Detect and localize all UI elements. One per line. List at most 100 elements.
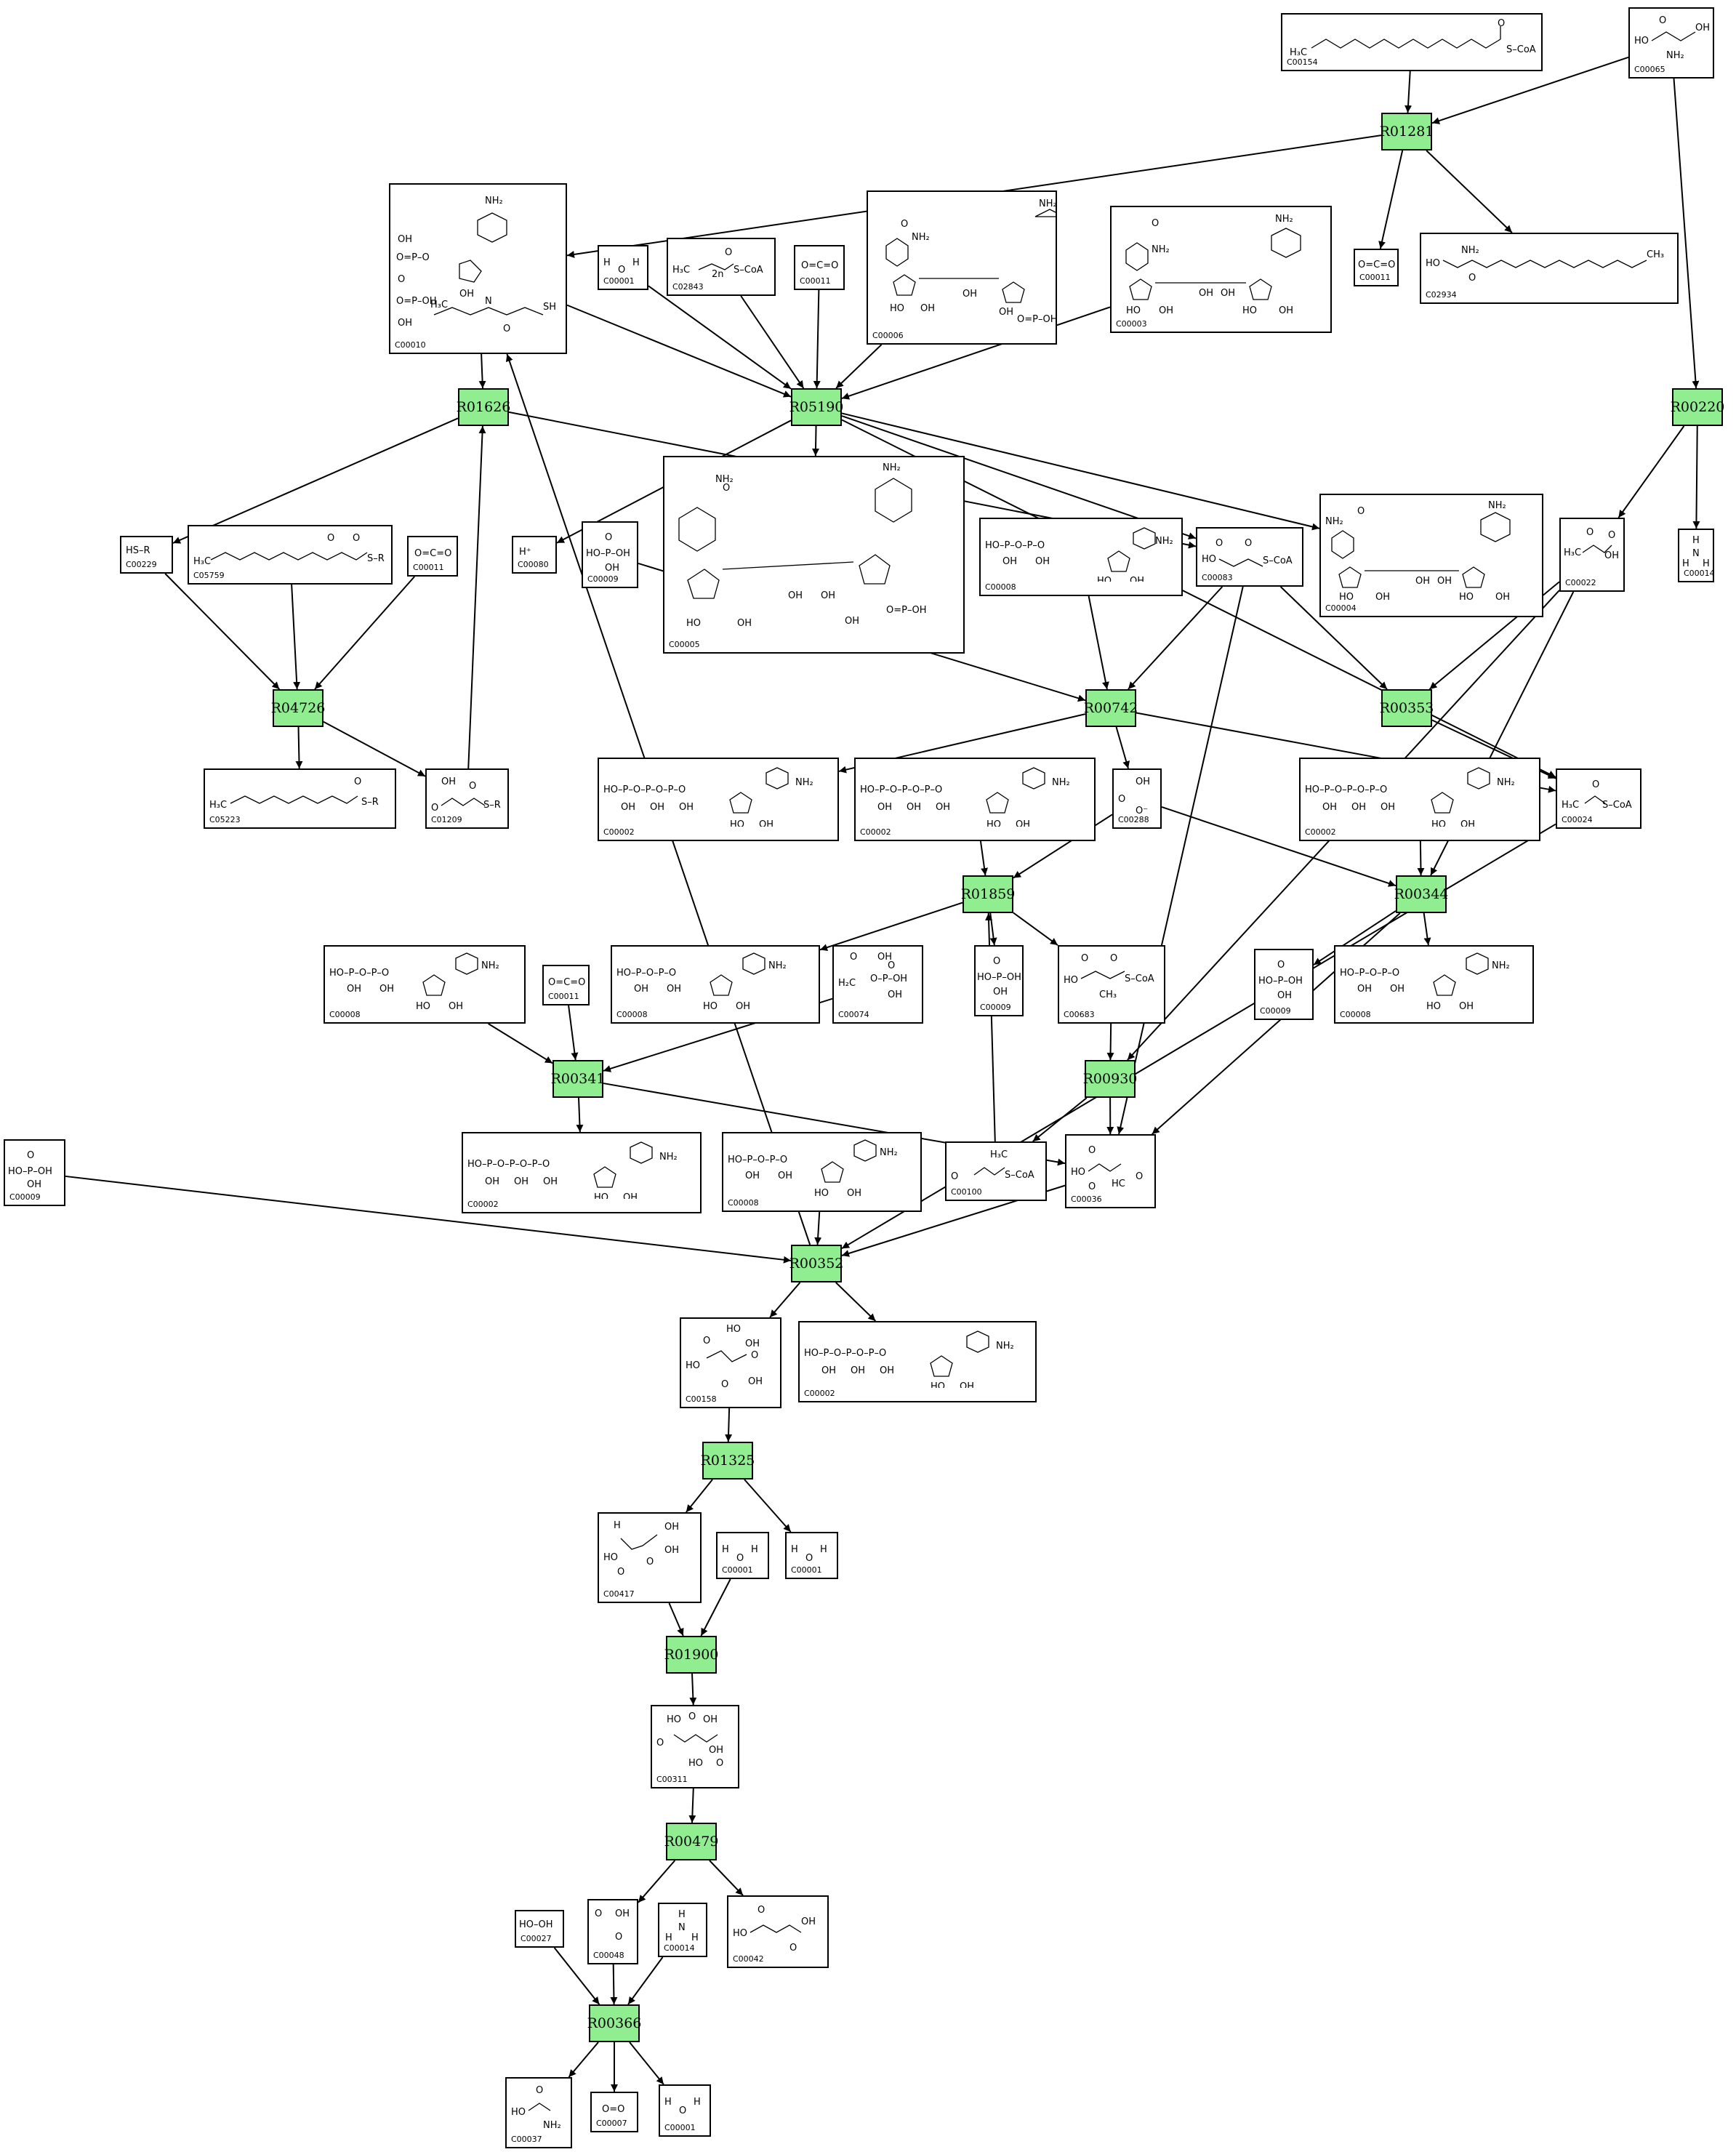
reaction-node-r01281[interactable]: R01281 [1380,113,1434,150]
compound-id: C00080 [518,560,549,569]
svg-text:CH₃: CH₃ [1099,989,1117,1000]
reaction-node-r01325[interactable]: R01325 [701,1442,755,1480]
reaction-node-r01900[interactable]: R01900 [664,1636,718,1674]
reaction-edge [744,1479,792,1533]
reaction-edge [295,726,303,769]
compound-id: C00008 [616,1010,648,1019]
svg-text:H₃C: H₃C [209,800,227,811]
reaction-edge [1378,150,1404,249]
svg-text:HO–P–O–P–O: HO–P–O–P–O [1340,968,1399,979]
svg-text:O: O [716,1758,723,1769]
compound-node-c00080[interactable]: H⁺C00080 [512,536,557,574]
reaction-node-r01626[interactable]: R01626 [457,388,510,426]
svg-text:HO: HO [733,1928,747,1939]
reaction-edge [629,2041,664,2085]
svg-text:NH₂: NH₂ [1492,960,1510,971]
svg-text:OH: OH [880,1365,894,1376]
svg-text:OH: OH [650,802,664,813]
svg-text:HO–P–O–P–O: HO–P–O–P–O [985,540,1045,551]
reaction-node-r00353[interactable]: R00353 [1380,689,1434,727]
svg-text:NH₂: NH₂ [1497,777,1515,788]
svg-text:OH: OH [851,1365,865,1376]
reaction-node-r00352[interactable]: R00352 [789,1245,843,1282]
svg-text:O=P–O: O=P–O [396,252,430,263]
reaction-node-r00366[interactable]: R00366 [587,2004,641,2042]
reaction-node-r00341[interactable]: R00341 [551,1060,605,1098]
svg-text:O: O [758,1905,765,1916]
svg-text:O: O [1659,15,1666,26]
reaction-node-r01859[interactable]: R01859 [961,875,1015,913]
svg-text:OH: OH [778,1171,792,1181]
svg-text:S–R: S–R [361,797,379,808]
reaction-node-r00344[interactable]: R00344 [1394,875,1448,913]
reaction-edge [576,1097,584,1133]
reaction-node-r00479[interactable]: R00479 [664,1823,718,1860]
svg-text:HO: HO [1071,1167,1085,1178]
reaction-node-r00930[interactable]: R00930 [1083,1060,1137,1098]
reaction-node-r05190[interactable]: R05190 [789,388,843,426]
reaction-node-r04726[interactable]: R04726 [271,689,325,727]
reaction-node-r00742[interactable]: R00742 [1084,689,1138,727]
svg-text:OH: OH [1460,819,1475,827]
svg-text:HO: HO [686,1360,700,1371]
svg-text:H₃C: H₃C [672,265,690,276]
reaction-node-r00220[interactable]: R00220 [1671,388,1724,426]
